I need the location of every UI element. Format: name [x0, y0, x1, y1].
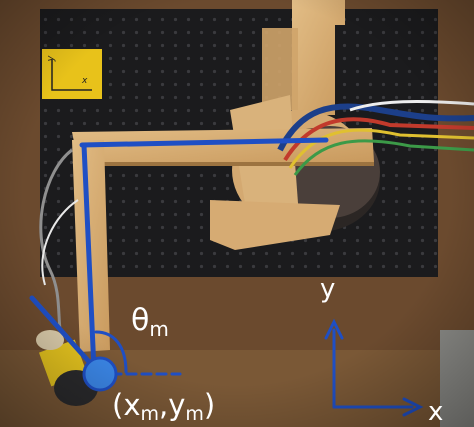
- theta-symbol: θ: [131, 303, 150, 338]
- sticker-x-letter: x: [82, 76, 88, 86]
- pos-open: (x: [112, 388, 141, 422]
- axis-sticker: y x: [42, 49, 102, 99]
- theta-subscript: m: [149, 317, 169, 341]
- position-label: (xm,ym): [112, 391, 215, 424]
- pos-x-sub: m: [140, 403, 159, 425]
- pos-comma: ,y: [159, 388, 186, 422]
- theta-label: θm: [131, 303, 169, 341]
- sticker-y-letter: y: [45, 55, 57, 62]
- pos-y-sub: m: [185, 403, 204, 425]
- axis-y-label: y: [320, 274, 336, 304]
- pos-close: ): [203, 388, 216, 422]
- axis-x-label: x: [428, 397, 444, 427]
